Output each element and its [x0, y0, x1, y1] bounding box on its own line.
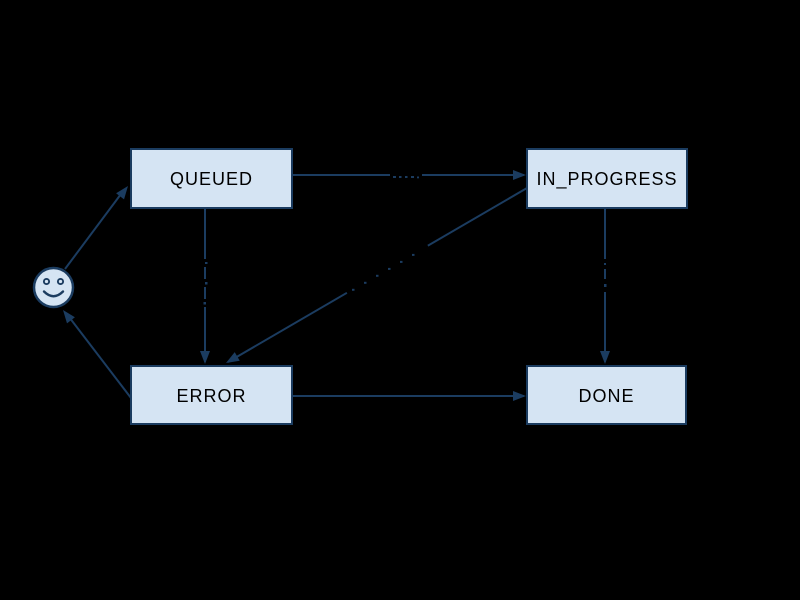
smiley-face-icon [32, 266, 75, 309]
edge-error-to-done [292, 391, 526, 401]
arrowhead-icon [600, 351, 610, 364]
edge-error-to-start [63, 310, 132, 399]
node-error-label: ERROR [176, 386, 246, 406]
hidden-edge-label-occlusions [200, 168, 610, 307]
edge-start-to-queued [64, 186, 128, 270]
node-done-label: DONE [578, 386, 634, 406]
node-error: ERROR [130, 365, 293, 425]
node-in-progress-label: IN_PROGRESS [536, 169, 677, 190]
node-queued: QUEUED [130, 148, 293, 209]
arrowhead-icon [116, 186, 128, 200]
arrowhead-icon [226, 352, 240, 363]
node-queued-label: QUEUED [170, 169, 253, 189]
arrowhead-icon [513, 391, 526, 401]
arrowhead-icon [63, 310, 75, 324]
node-done: DONE [526, 365, 687, 425]
node-in-progress: IN_PROGRESS [526, 148, 688, 209]
arrowhead-icon [513, 170, 526, 180]
arrowhead-icon [200, 351, 210, 364]
